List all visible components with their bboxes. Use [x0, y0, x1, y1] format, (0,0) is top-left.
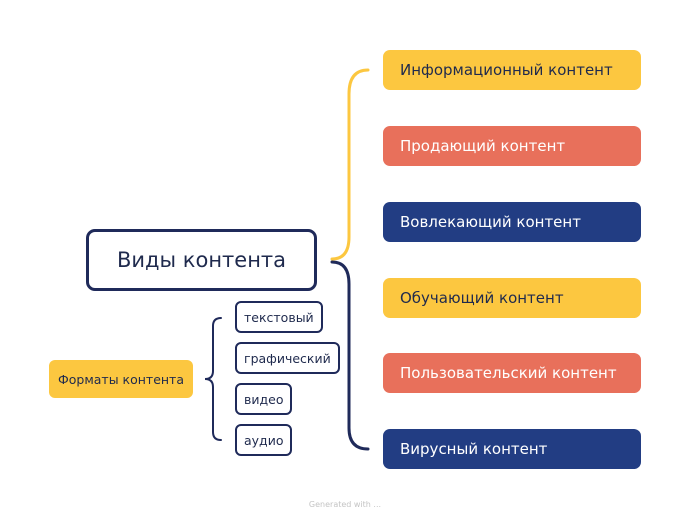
content-type-user-generated: Пользовательский контент — [383, 353, 641, 393]
formats-box: Форматы контента — [49, 360, 193, 398]
format-graphic: графический — [235, 342, 340, 374]
upper-brace — [330, 68, 370, 261]
format-video: видео — [235, 383, 293, 415]
content-type-engaging: Вовлекающий контент — [383, 202, 641, 242]
content-type-informational: Информационный контент — [383, 50, 641, 90]
watermark: Generated with ... — [308, 500, 382, 509]
lower-brace — [330, 260, 370, 451]
content-type-viral: Вирусный контент — [383, 429, 641, 469]
content-type-selling: Продающий контент — [383, 126, 641, 166]
formats-bracket — [204, 317, 222, 441]
main-topic-box: Виды контента — [86, 229, 317, 291]
format-text: текстовый — [235, 301, 323, 333]
content-type-educational: Обучающий контент — [383, 278, 641, 318]
format-audio: аудио — [235, 424, 293, 456]
